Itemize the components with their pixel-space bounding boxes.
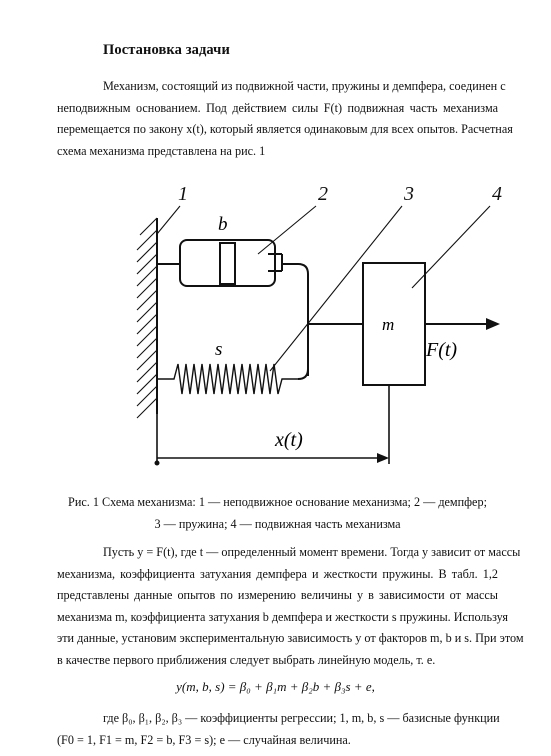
spring	[157, 363, 309, 395]
body-paragraph: Пусть y = F(t), где t — определенный мом…	[57, 542, 524, 672]
damper	[157, 239, 309, 376]
displacement-label: x(t)	[274, 429, 303, 451]
spring-label: s	[215, 339, 222, 360]
mechanism-diagram: m F(t) x(t) b s 1 2 3 4	[136, 183, 502, 466]
text-line: механизма m, коэффициента затухания b де…	[57, 609, 509, 624]
callout-2: 2	[318, 183, 328, 205]
text-line: Механизм, состоящий из подвижной части, …	[103, 79, 506, 93]
damper-label: b	[218, 214, 228, 235]
text-line: Пусть y = F(t), где t — определенный мом…	[103, 545, 521, 559]
text-line: перемещается по закону x(t), который явл…	[57, 122, 513, 137]
regression-formula: y(m, b, s) = β₀ + β₁m + β₂b + β₃s + e,	[176, 679, 375, 694]
text-line: (F0 = 1, F1 = m, F2 = b, F3 = s); e — сл…	[57, 732, 351, 747]
caption-line: Рис. 1 Схема механизма: 1 — неподвижное …	[68, 495, 487, 509]
text-line: неподвижным основанием. Под действием си…	[57, 100, 498, 115]
text-line: представлены данные опытов по измерению …	[57, 588, 498, 603]
section-heading: Постановка задачи	[103, 42, 230, 58]
text-line: в качестве первого приближения следует в…	[57, 652, 436, 667]
intro-paragraph: Механизм, состоящий из подвижной части, …	[57, 76, 513, 162]
figure-caption: Рис. 1 Схема механизма: 1 — неподвижное …	[57, 491, 498, 535]
text-line: схема механизма представлена на рис. 1	[57, 143, 266, 158]
mass-block	[362, 262, 426, 386]
where-paragraph: где β₀, β₁, β₂, β₃ — коэффициенты регрес…	[57, 708, 500, 751]
text-line: эти данные, установим экспериментальную …	[57, 631, 524, 646]
caption-line: 3 — пружина; 4 — подвижная часть механиз…	[154, 517, 401, 531]
callout-4: 4	[492, 183, 502, 205]
text-line: механизма, коэффициента затухания демпфе…	[57, 566, 498, 581]
force-label: F(t)	[425, 339, 457, 361]
mass-label: m	[382, 315, 394, 334]
text-line: где β₀, β₁, β₂, β₃ — коэффициенты регрес…	[103, 711, 500, 725]
callout-3: 3	[403, 183, 414, 205]
callout-1: 1	[178, 183, 188, 205]
